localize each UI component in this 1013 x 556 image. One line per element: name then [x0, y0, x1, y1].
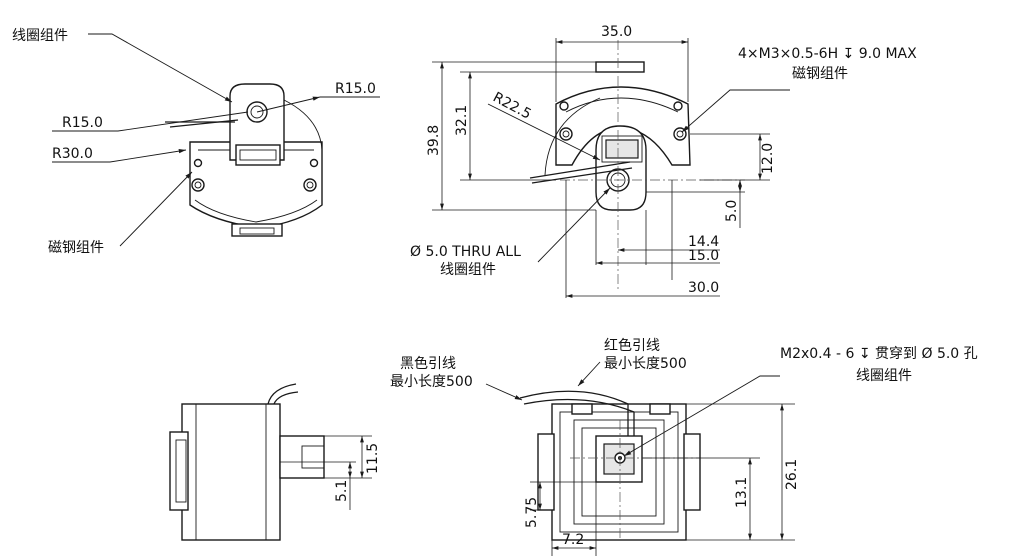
leader-r15-left	[52, 111, 249, 132]
leader-tapped	[681, 89, 790, 133]
view-bottom-left	[169, 383, 372, 541]
red-lead-label-1: 红色引线	[604, 337, 660, 354]
d35-label: 35.0	[601, 24, 632, 40]
side-body	[181, 403, 281, 541]
r30-label: R30.0	[52, 146, 93, 162]
d5-label: 5.0	[724, 200, 740, 222]
black-lead-label-2: 最小长度500	[390, 374, 473, 390]
coil-assembly-label-tl: 线圈组件	[12, 28, 68, 44]
r15-top-label: R15.0	[335, 81, 376, 97]
magnet-bottom-tab	[231, 223, 283, 237]
d13_1-label: 13.1	[734, 477, 750, 508]
d30-label: 30.0	[688, 280, 719, 296]
d5_1-label: 5.1	[334, 480, 350, 502]
leader-magnet-tl	[119, 171, 193, 247]
coil-front	[595, 125, 647, 211]
d14_4-label: 14.4	[688, 234, 719, 250]
view-top-left	[52, 33, 380, 247]
leader-r30	[52, 148, 187, 163]
d5_75-label: 5.75	[524, 497, 540, 528]
leader-r22	[487, 103, 601, 161]
d32_1-label: 32.1	[454, 105, 470, 136]
magnet-assembly-label-tm: 磁钢组件	[792, 66, 848, 82]
d39_8-label: 39.8	[426, 125, 442, 156]
d15-label: 15.0	[688, 248, 719, 264]
leader-black-lead	[485, 383, 523, 401]
d7_2-label: 7.2	[562, 532, 584, 548]
r22-label: R22.5	[490, 89, 534, 122]
d11_5-label: 11.5	[365, 443, 381, 474]
view-bottom-middle	[485, 361, 795, 556]
leader-thru	[537, 187, 611, 263]
leader-red-lead	[577, 361, 601, 387]
coil-assembly-label-bm: 线圈组件	[856, 368, 912, 384]
tapped-holes-label: 4×M3×0.5-6H ↧ 9.0 MAX	[738, 46, 917, 62]
through-hole-label: Ø 5.0 THRU ALL	[410, 244, 521, 260]
d12-label: 12.0	[760, 143, 776, 174]
screw-note-label: M2x0.4 - 6 ↧ 贯穿到 Ø 5.0 孔	[780, 346, 978, 362]
view-top-middle	[432, 38, 790, 298]
magnet-assembly-label-tl: 磁钢组件	[48, 240, 104, 256]
leader-screw	[623, 375, 780, 457]
leader-coil-tl	[88, 33, 233, 103]
coil-assembly-label-tm: 线圈组件	[440, 262, 496, 278]
red-lead-label-2: 最小长度500	[604, 356, 687, 372]
black-lead-label-1: 黑色引线	[400, 355, 456, 372]
r15-left-label: R15.0	[62, 115, 103, 131]
d26_1-label: 26.1	[784, 459, 800, 490]
